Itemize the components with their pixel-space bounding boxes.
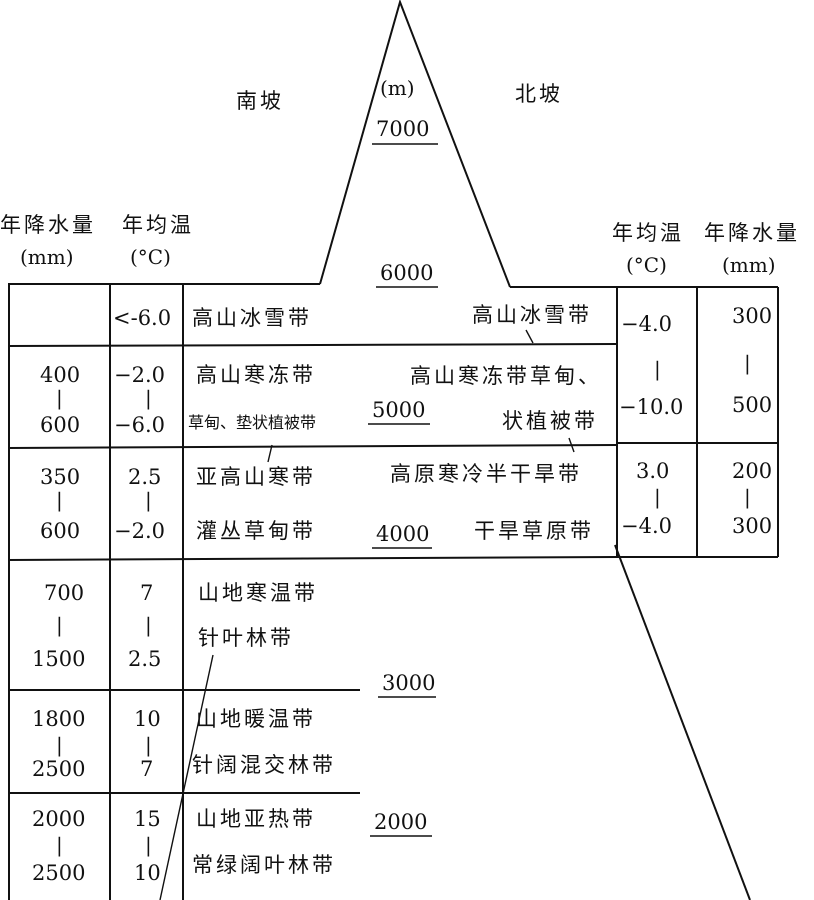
zone-name: 高山冰雪带 [192, 306, 312, 330]
precip-value: 200 [732, 459, 772, 483]
temp-value: −2.0 [114, 519, 165, 543]
unit-label: (m) [380, 76, 415, 100]
south-pointer-line [159, 654, 214, 900]
zone-name: 高山冰雪带 [472, 303, 592, 327]
left-temp-unit: (°C) [130, 245, 171, 269]
temp-value: −6.0 [114, 413, 165, 437]
left-temp-header: 年均温 [122, 213, 194, 237]
temp-value: 10 [134, 861, 161, 885]
precip-value: 1500 [32, 647, 85, 671]
south-row-4: 700 | 1500 7 | 2.5 山地寒温带 针叶林带 [32, 581, 318, 671]
south-slope-label: 南坡 [236, 89, 284, 113]
range-dash: | [654, 485, 661, 510]
left-precip-unit: (mm) [20, 245, 74, 269]
zone-name: 山地寒温带 [198, 581, 318, 605]
range-dash: | [744, 351, 751, 376]
north-zones: 高山冰雪带 高山寒冻带草甸、 状植被带 高原寒冷半干旱带 干旱草原带 [267, 303, 602, 543]
temp-value: −10.0 [619, 395, 683, 419]
range-dash: | [654, 357, 661, 382]
zone-name: 干旱草原带 [474, 519, 594, 543]
temp-value: 2.5 [128, 465, 161, 489]
pointer-line [568, 437, 575, 453]
right-temp-unit: (°C) [626, 253, 667, 277]
zone-name: 高山寒冻带草甸、 [410, 364, 602, 388]
temp-value: −2.0 [114, 363, 165, 387]
zone-name: 亚高山寒带 [196, 465, 316, 489]
zone-name: 状植被带 [502, 409, 598, 433]
south-row-2: 400 | 600 −2.0 | −6.0 高山寒冻带 草甸、垫状植被带 [40, 363, 316, 437]
south-row-1: <-6.0 高山冰雪带 [113, 306, 312, 330]
range-dash: | [145, 488, 152, 513]
zone-name: 草甸、垫状植被带 [188, 413, 316, 432]
temp-value: 15 [134, 807, 161, 831]
left-table-grid [7, 283, 618, 900]
zone-name: 高原寒冷半干旱带 [390, 462, 582, 486]
altitude-label: 5000 [372, 398, 425, 422]
right-precip-unit: (mm) [722, 253, 776, 277]
pointer-line [525, 329, 534, 344]
zone-name: 针阔混交林带 [192, 753, 336, 777]
zone-name: 高山寒冻带 [196, 363, 316, 387]
range-dash: | [56, 833, 63, 858]
right-table-grid [510, 286, 779, 558]
north-slope-lower-line [614, 544, 751, 900]
altitude-label: 7000 [376, 117, 429, 141]
south-row-3: 350 | 600 2.5 | −2.0 亚高山寒带 灌丛草甸带 [40, 465, 316, 543]
precip-value: 400 [40, 363, 80, 387]
north-row-1: −4.0 | −10.0 300 | 500 [619, 304, 772, 419]
range-dash: | [145, 733, 152, 758]
range-dash: | [56, 386, 63, 411]
precip-value: 2500 [32, 861, 85, 885]
north-row-2: 3.0 | −4.0 200 | 300 [621, 459, 772, 538]
altitude-label: 2000 [374, 810, 427, 834]
temp-value: <-6.0 [113, 306, 171, 330]
altitude-marks: 7000 6000 5000 4000 3000 2000 [368, 117, 438, 837]
temp-value: 2.5 [128, 647, 161, 671]
range-dash: | [56, 733, 63, 758]
range-dash: | [145, 613, 152, 638]
temp-value: 10 [134, 707, 161, 731]
zone-name: 山地亚热带 [196, 807, 316, 831]
precip-value: 600 [40, 519, 80, 543]
north-slope-label: 北坡 [515, 82, 563, 106]
range-dash: | [145, 833, 152, 858]
altitude-label: 6000 [380, 261, 433, 285]
precip-value: 500 [732, 393, 772, 417]
south-row-5: 1800 | 2500 10 | 7 山地暖温带 针阔混交林带 [32, 707, 336, 781]
left-precip-header: 年降水量 [0, 213, 96, 237]
temp-value: 7 [140, 581, 153, 605]
altitude-label: 3000 [382, 671, 435, 695]
zone-name: 山地暖温带 [196, 707, 316, 731]
precip-value: 1800 [32, 707, 85, 731]
temp-value: −4.0 [621, 312, 672, 336]
temp-value: −4.0 [621, 514, 672, 538]
range-dash: | [744, 485, 751, 510]
range-dash: | [145, 386, 152, 411]
precip-value: 300 [732, 304, 772, 328]
range-dash: | [56, 488, 63, 513]
precip-value: 2000 [32, 807, 85, 831]
precip-value: 2500 [32, 757, 85, 781]
mountain-outline [319, 0, 511, 288]
zone-name: 常绿阔叶林带 [192, 853, 336, 877]
zone-name: 灌丛草甸带 [196, 519, 316, 543]
range-dash: | [56, 613, 63, 638]
temp-value: 7 [140, 757, 153, 781]
precip-value: 350 [40, 465, 80, 489]
temp-value: 3.0 [636, 459, 669, 483]
pointer-line [267, 444, 273, 463]
zone-name: 针叶林带 [198, 626, 294, 650]
right-precip-header: 年降水量 [704, 221, 800, 245]
precip-value: 700 [44, 581, 84, 605]
right-temp-header: 年均温 [612, 221, 684, 245]
south-row-6: 2000 | 2500 15 | 10 山地亚热带 常绿阔叶林带 [32, 807, 336, 885]
precip-value: 300 [732, 514, 772, 538]
altitude-label: 4000 [376, 522, 429, 546]
precip-value: 600 [40, 413, 80, 437]
